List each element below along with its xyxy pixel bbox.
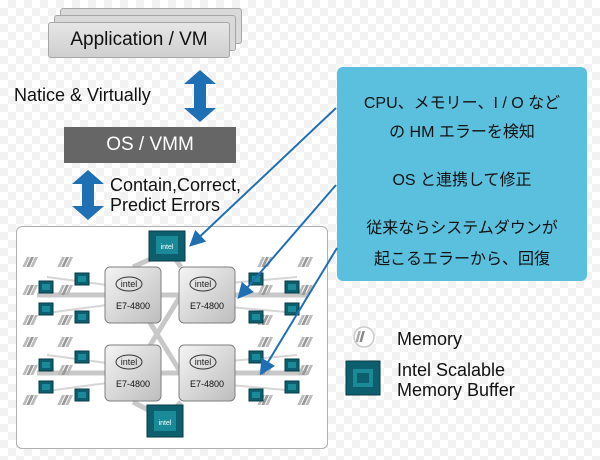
svg-text:intel: intel	[121, 357, 138, 367]
svg-text:intel: intel	[159, 420, 172, 427]
svg-text:intel: intel	[195, 279, 212, 289]
callout-line-3: OS と連携して修正	[392, 172, 532, 189]
cpu-top-right: intel E7-4800	[178, 266, 236, 324]
svg-text:intel: intel	[161, 244, 174, 251]
server-board-panel: intel intel intel E7-4800 intel E7-4800 …	[16, 226, 328, 449]
svg-text:intel: intel	[121, 279, 138, 289]
ras-callout-box: CPU、メモリー、I / O など の HM エラーを検知 OS と連携して修正…	[337, 67, 587, 281]
legend-buffer-line-1: Intel Scalable	[397, 360, 506, 380]
callout-line-5: 起こるエラーから、回復	[373, 251, 550, 268]
io-hub-top: intel	[148, 230, 186, 262]
svg-text:E7-4800: E7-4800	[116, 379, 150, 389]
app-os-double-arrow	[184, 70, 216, 122]
natice-virtually-label: Natice & Virtually	[14, 85, 151, 105]
cpu-bottom-left: intel E7-4800	[104, 344, 162, 402]
cpu-bottom-right: intel E7-4800	[178, 344, 236, 402]
io-hub-bottom: intel	[146, 404, 184, 438]
contain-line-2: Predict Errors	[110, 195, 221, 215]
memory-buffer-legend-icon	[345, 360, 381, 396]
memory-legend-icon	[353, 326, 375, 348]
os-board-double-arrow	[72, 170, 104, 220]
server-board-diagram: intel intel intel E7-4800 intel E7-4800 …	[22, 230, 313, 438]
contain-correct-label: Contain,Correct, Predict Errors	[110, 175, 241, 215]
application-vm-box: Application / VM	[48, 22, 230, 58]
svg-text:E7-4800: E7-4800	[116, 301, 150, 311]
callout-line-2: の HM エラーを検知	[389, 124, 535, 141]
legend-buffer-line-2: Memory Buffer	[397, 380, 515, 400]
callout-line-4: 従来ならシステムダウンが	[366, 220, 558, 237]
legend-buffer-label: Intel Scalable Memory Buffer	[397, 360, 515, 400]
svg-text:E7-4800: E7-4800	[190, 301, 224, 311]
application-vm-stack: Application / VM	[48, 8, 248, 68]
cpu-top-left: intel E7-4800	[104, 266, 162, 324]
callout-line-1: CPU、メモリー、I / O など	[363, 95, 561, 112]
legend-memory-label: Memory	[397, 329, 463, 349]
contain-line-1: Contain,Correct,	[110, 175, 242, 195]
os-vmm-box: OS / VMM	[64, 127, 236, 163]
svg-text:E7-4800: E7-4800	[190, 379, 224, 389]
svg-text:intel: intel	[195, 357, 212, 367]
